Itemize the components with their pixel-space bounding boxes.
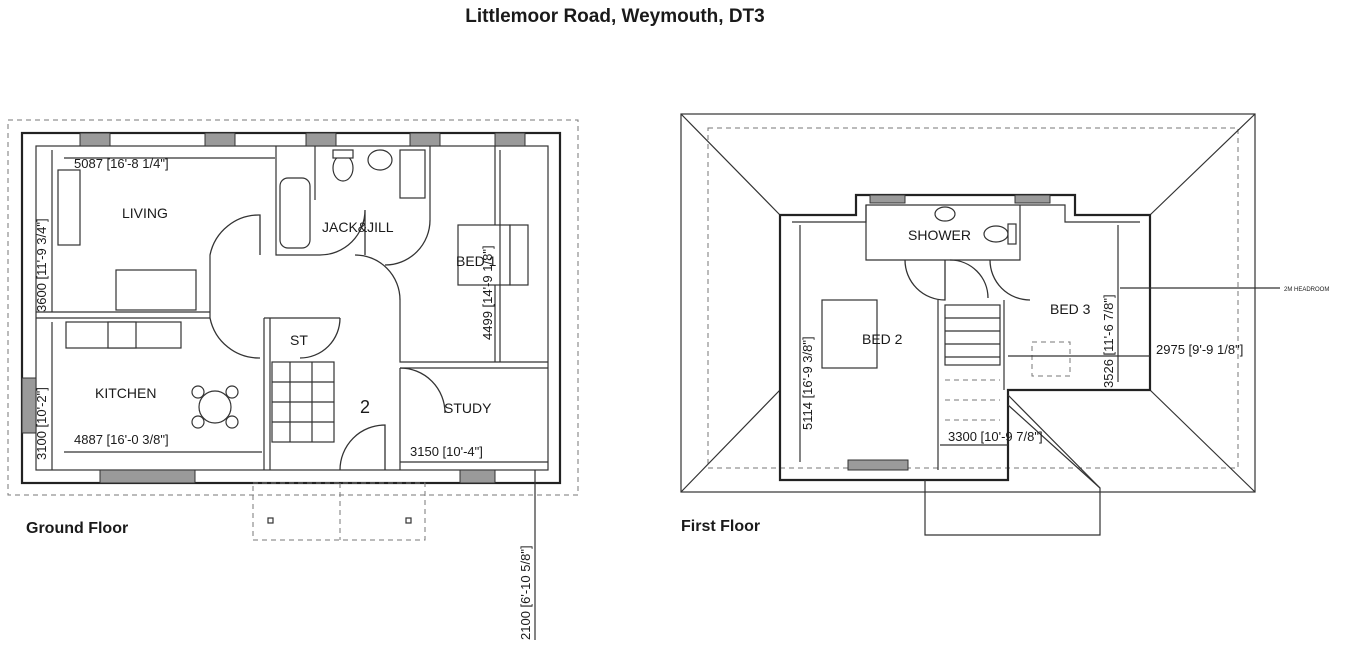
sofa-icon bbox=[57, 169, 81, 246]
dimension-bed2-depth: 5114 [16'-9 3/8"] bbox=[800, 336, 815, 430]
stair-below bbox=[945, 379, 1000, 421]
window bbox=[409, 132, 441, 147]
ground-floor-label: Ground Floor bbox=[26, 520, 129, 537]
chair-icon bbox=[225, 415, 239, 429]
window bbox=[459, 469, 496, 484]
window bbox=[494, 132, 526, 147]
dimension-bed3-depth: 3526 [11'-6 7/8"] bbox=[1101, 294, 1116, 388]
headroom-annotation: 2M HEADROOM bbox=[1284, 287, 1329, 293]
dimension-living-depth: 3600 [11'-9 3/4"] bbox=[34, 218, 49, 312]
post-icon bbox=[267, 517, 274, 524]
first-floor-internal-line bbox=[792, 204, 1140, 223]
chair-icon bbox=[191, 415, 205, 429]
basin-icon bbox=[367, 149, 393, 171]
door-store bbox=[299, 317, 341, 359]
post-icon bbox=[405, 517, 412, 524]
door-kitchen bbox=[209, 317, 261, 359]
porch-roof-line bbox=[1007, 404, 1101, 489]
ground-floor-plan: LIVING KITCHEN JACK&JILL BED 1 ST 2 STUD… bbox=[7, 119, 579, 640]
first-floor-external-wall bbox=[778, 193, 1152, 482]
sofa-icon bbox=[115, 269, 197, 311]
stair-treads bbox=[272, 362, 334, 442]
first-floor-label: First Floor bbox=[681, 518, 761, 535]
room-label-study: STUDY bbox=[444, 400, 492, 416]
porch-roof-outline bbox=[924, 394, 1101, 536]
door-bed bbox=[354, 254, 401, 301]
wall-shower bbox=[865, 205, 1021, 261]
wall-study-top bbox=[399, 300, 548, 363]
door-bed2 bbox=[904, 259, 946, 301]
ground-floor-internal-wall-line bbox=[35, 145, 549, 471]
door-bathroom-bed bbox=[384, 219, 431, 266]
door-shower bbox=[949, 259, 989, 299]
window bbox=[305, 132, 337, 147]
door-bed3 bbox=[989, 259, 1031, 301]
dimension-bed-depth: 4499 [14'-9 1/8"] bbox=[480, 245, 495, 340]
window bbox=[847, 459, 909, 471]
toilet-icon bbox=[983, 225, 1009, 243]
room-label-bed3: BED 3 bbox=[1050, 301, 1091, 317]
dining-table-icon bbox=[198, 390, 232, 424]
chair-icon bbox=[191, 385, 205, 399]
window bbox=[869, 194, 906, 204]
bed3-void-icon bbox=[1031, 341, 1071, 377]
door-living bbox=[209, 214, 261, 256]
room-label-kitchen: KITCHEN bbox=[95, 385, 156, 401]
room-label-bed2: BED 2 bbox=[862, 331, 903, 347]
porch-boundary bbox=[252, 482, 426, 541]
room-label-jack-jill: JACK&JILL bbox=[322, 219, 394, 235]
room-label-bed: BED 1 bbox=[456, 253, 497, 269]
door-bathroom-hall bbox=[319, 209, 366, 256]
toilet-cistern-icon bbox=[332, 149, 354, 159]
shelving-icon bbox=[399, 149, 426, 199]
first-floor-plan: SHOWER BED 2 BED 3 5114 [16'-9 3/8"] 352… bbox=[680, 113, 1329, 536]
dimension-living-width: 5087 [16'-8 1/4"] bbox=[74, 156, 169, 171]
roof-hip-lines bbox=[680, 113, 1256, 493]
toilet-icon bbox=[332, 154, 354, 182]
chair-icon bbox=[225, 385, 239, 399]
dimension-study-width: 3150 [10'-4"] bbox=[410, 444, 483, 459]
hall-number: 2 bbox=[360, 397, 370, 417]
dimension-kitchen-width: 4887 [16'-0 3/8"] bbox=[74, 432, 169, 447]
roof-dashed-line bbox=[707, 127, 1239, 469]
bed-icon bbox=[457, 224, 511, 286]
dimension-kitchen-depth: 3100 [10'-2"] bbox=[34, 387, 49, 460]
window bbox=[21, 377, 37, 434]
window bbox=[99, 469, 196, 484]
bath-icon bbox=[279, 177, 311, 249]
stair-treads bbox=[945, 317, 1000, 358]
window bbox=[204, 132, 236, 147]
room-label-store: ST bbox=[290, 332, 308, 348]
staircase bbox=[944, 304, 1001, 366]
headboard-icon bbox=[509, 224, 529, 286]
bed-icon bbox=[821, 299, 878, 369]
page-title: Littlemoor Road, Weymouth, DT3 bbox=[465, 6, 765, 27]
toilet-cistern-icon bbox=[1007, 223, 1017, 245]
door-front bbox=[339, 424, 386, 471]
hob-icon bbox=[107, 321, 137, 349]
window bbox=[1014, 194, 1051, 204]
wall-bathroom bbox=[275, 146, 320, 256]
door-study bbox=[399, 367, 446, 414]
window bbox=[79, 132, 111, 147]
room-label-living: LIVING bbox=[122, 205, 168, 221]
dimension-bed3-width: 2975 [9'-9 1/8"] bbox=[1156, 342, 1243, 357]
roof-outline bbox=[680, 113, 1256, 493]
dimension-porch-depth: 2100 [6'-10 5/8"] bbox=[518, 545, 533, 640]
dimension-bed2-width: 3300 [10'-9 7/8"] bbox=[948, 429, 1043, 444]
ground-floor-boundary bbox=[7, 119, 579, 496]
room-label-shower: SHOWER bbox=[908, 227, 971, 243]
basin-icon bbox=[934, 206, 956, 222]
